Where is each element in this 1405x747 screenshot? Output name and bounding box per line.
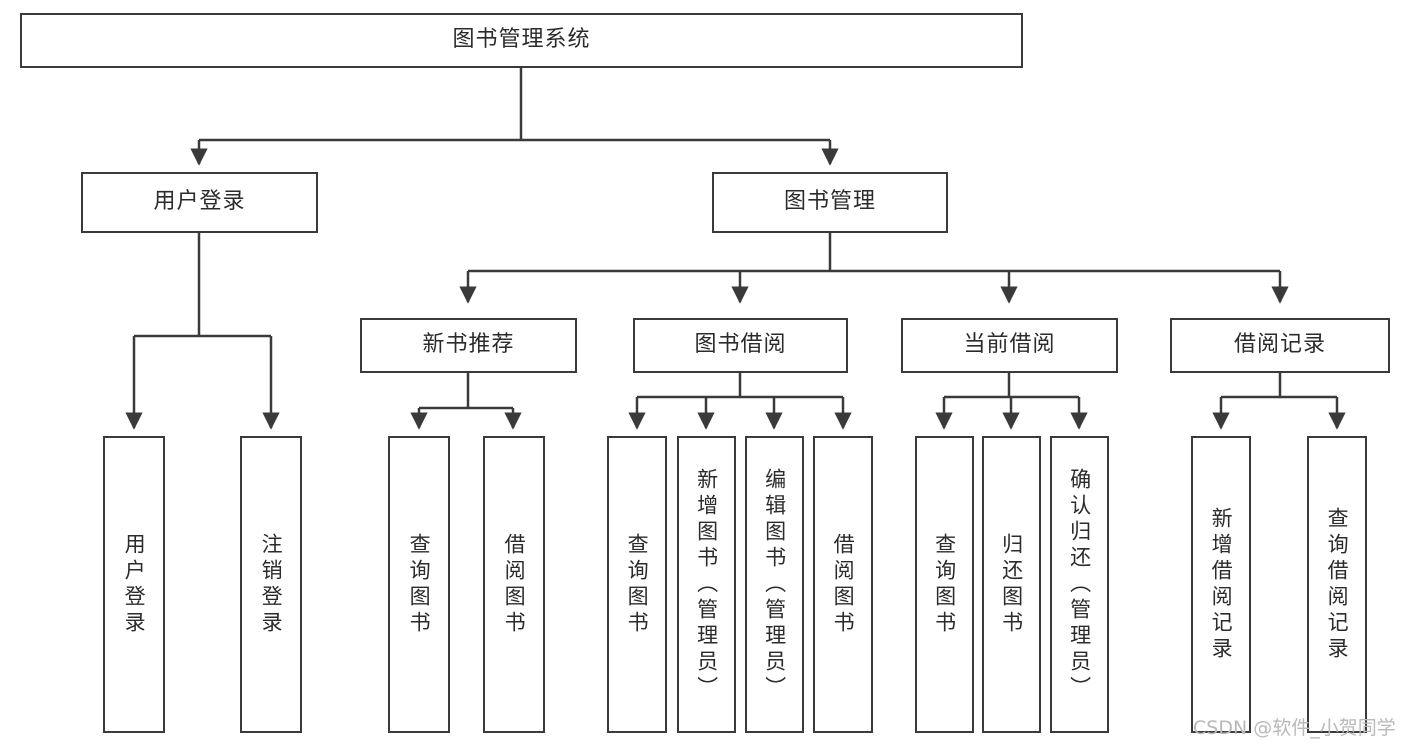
- node-borrow-record-label: 借阅记录: [1233, 332, 1326, 358]
- leaf-borrow-edit-book[interactable]: 编辑图书（管理员）: [745, 436, 804, 733]
- node-root-system-label: 图书管理系统: [452, 27, 591, 53]
- leaf-borrow-add-book[interactable]: 新增图书（管理员）: [677, 436, 736, 733]
- node-book-management[interactable]: 图书管理: [712, 172, 948, 233]
- node-current-borrow[interactable]: 当前借阅: [901, 318, 1118, 373]
- leaf-user-login-signin[interactable]: 用户登录: [103, 436, 165, 733]
- watermark: CSDN @软件_小贺同学: [1193, 717, 1396, 739]
- leaf-recommend-borrow-book-label: 借阅图书: [502, 532, 527, 637]
- leaf-record-add-record[interactable]: 新增借阅记录: [1191, 436, 1251, 733]
- leaf-record-query-record-label: 查询借阅记录: [1325, 506, 1350, 663]
- leaf-recommend-borrow-book[interactable]: 借阅图书: [483, 436, 545, 733]
- node-user-login[interactable]: 用户登录: [81, 172, 318, 233]
- leaf-borrow-query-book[interactable]: 查询图书: [607, 436, 667, 733]
- node-book-management-label: 图书管理: [783, 189, 876, 215]
- node-book-borrow[interactable]: 图书借阅: [633, 318, 848, 373]
- leaf-record-add-record-label: 新增借阅记录: [1209, 506, 1234, 663]
- node-new-book-recommend[interactable]: 新书推荐: [360, 318, 577, 373]
- leaf-record-query-record[interactable]: 查询借阅记录: [1307, 436, 1367, 733]
- leaf-current-query-book[interactable]: 查询图书: [915, 436, 974, 733]
- node-book-borrow-label: 图书借阅: [694, 332, 787, 358]
- leaf-current-query-book-label: 查询图书: [932, 532, 957, 637]
- node-current-borrow-label: 当前借阅: [963, 332, 1056, 358]
- leaf-borrow-borrow-book[interactable]: 借阅图书: [813, 436, 873, 733]
- leaf-current-confirm-return[interactable]: 确认归还（管理员）: [1050, 436, 1109, 733]
- leaf-user-login-signout[interactable]: 注销登录: [240, 436, 302, 733]
- leaf-recommend-query-book[interactable]: 查询图书: [388, 436, 450, 733]
- leaf-user-login-signin-label: 用户登录: [122, 532, 147, 637]
- leaf-current-return-book-label: 归还图书: [999, 532, 1024, 637]
- leaf-current-return-book[interactable]: 归还图书: [982, 436, 1041, 733]
- node-borrow-record[interactable]: 借阅记录: [1170, 318, 1390, 373]
- leaf-borrow-query-book-label: 查询图书: [625, 532, 650, 637]
- node-new-book-recommend-label: 新书推荐: [422, 332, 515, 358]
- node-user-login-label: 用户登录: [153, 189, 246, 215]
- leaf-current-confirm-return-label: 确认归还（管理员）: [1067, 467, 1092, 702]
- leaf-borrow-add-book-label: 新增图书（管理员）: [694, 467, 719, 702]
- leaf-user-login-signout-label: 注销登录: [259, 532, 284, 637]
- leaf-recommend-query-book-label: 查询图书: [407, 532, 432, 637]
- node-root-system[interactable]: 图书管理系统: [20, 13, 1023, 68]
- leaf-borrow-edit-book-label: 编辑图书（管理员）: [762, 467, 787, 702]
- leaf-borrow-borrow-book-label: 借阅图书: [831, 532, 856, 637]
